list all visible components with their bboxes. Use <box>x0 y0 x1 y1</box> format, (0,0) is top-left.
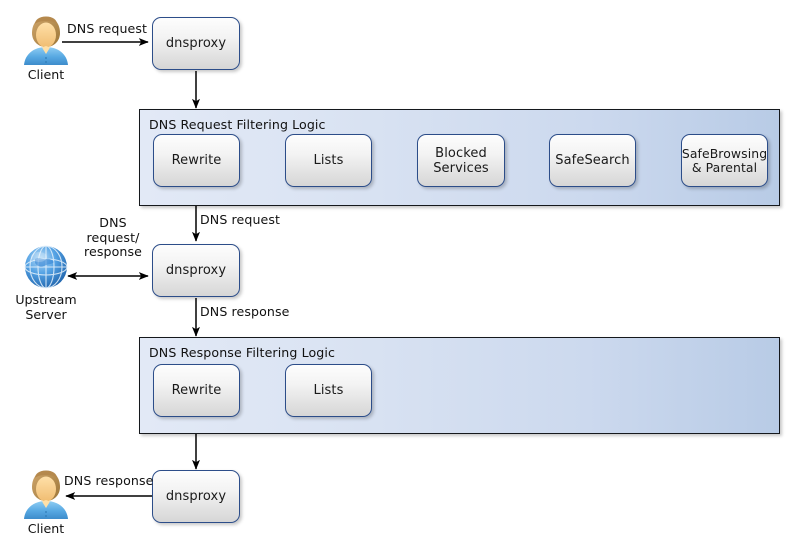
node-dnsproxy-middle[interactable]: dnsproxy <box>152 244 240 297</box>
stage-lists-response[interactable]: Lists <box>285 364 372 417</box>
stage-label: Rewrite <box>171 383 222 398</box>
node-dnsproxy-bottom[interactable]: dnsproxy <box>152 470 240 523</box>
stage-label: SafeSearch <box>555 153 630 168</box>
stage-lists[interactable]: Lists <box>285 134 372 187</box>
actor-label-client-top: Client <box>27 67 65 82</box>
node-dnsproxy-top[interactable]: dnsproxy <box>152 17 240 70</box>
stage-label: SafeBrowsing & Parental <box>681 145 768 175</box>
user-icon <box>22 468 70 520</box>
globe-icon <box>22 243 70 291</box>
stage-safesearch[interactable]: SafeSearch <box>549 134 636 187</box>
stage-safebrowsing-parental[interactable]: SafeBrowsing & Parental <box>681 134 768 187</box>
edge-label-upstream-exchange: DNS request/ response <box>83 215 142 259</box>
node-label: dnsproxy <box>165 489 227 504</box>
edge-label-proxy-to-response-filter: DNS response <box>200 304 290 319</box>
edge-label-proxy-to-request-filter: DNS request <box>200 212 281 227</box>
stage-label: Rewrite <box>171 153 222 168</box>
stage-rewrite-response[interactable]: Rewrite <box>153 364 240 417</box>
user-icon <box>22 14 70 66</box>
stage-label: Lists <box>313 153 344 168</box>
panel-title-response-filtering: DNS Response Filtering Logic <box>149 345 335 360</box>
node-label: dnsproxy <box>165 263 227 278</box>
stage-label: Lists <box>313 383 344 398</box>
panel-response-filtering: DNS Response Filtering Logic <box>139 337 780 434</box>
stage-blocked-services[interactable]: Blocked Services <box>417 134 505 187</box>
panel-title-request-filtering: DNS Request Filtering Logic <box>149 117 326 132</box>
actor-label-upstream-server: Upstream Server <box>15 292 77 322</box>
edge-label-client-to-proxy: DNS request <box>67 21 148 36</box>
node-label: dnsproxy <box>165 36 227 51</box>
stage-rewrite[interactable]: Rewrite <box>153 134 240 187</box>
edge-label-proxy-to-client: DNS response <box>64 473 154 488</box>
actor-label-client-bottom: Client <box>27 521 65 536</box>
stage-label: Blocked Services <box>433 145 489 176</box>
